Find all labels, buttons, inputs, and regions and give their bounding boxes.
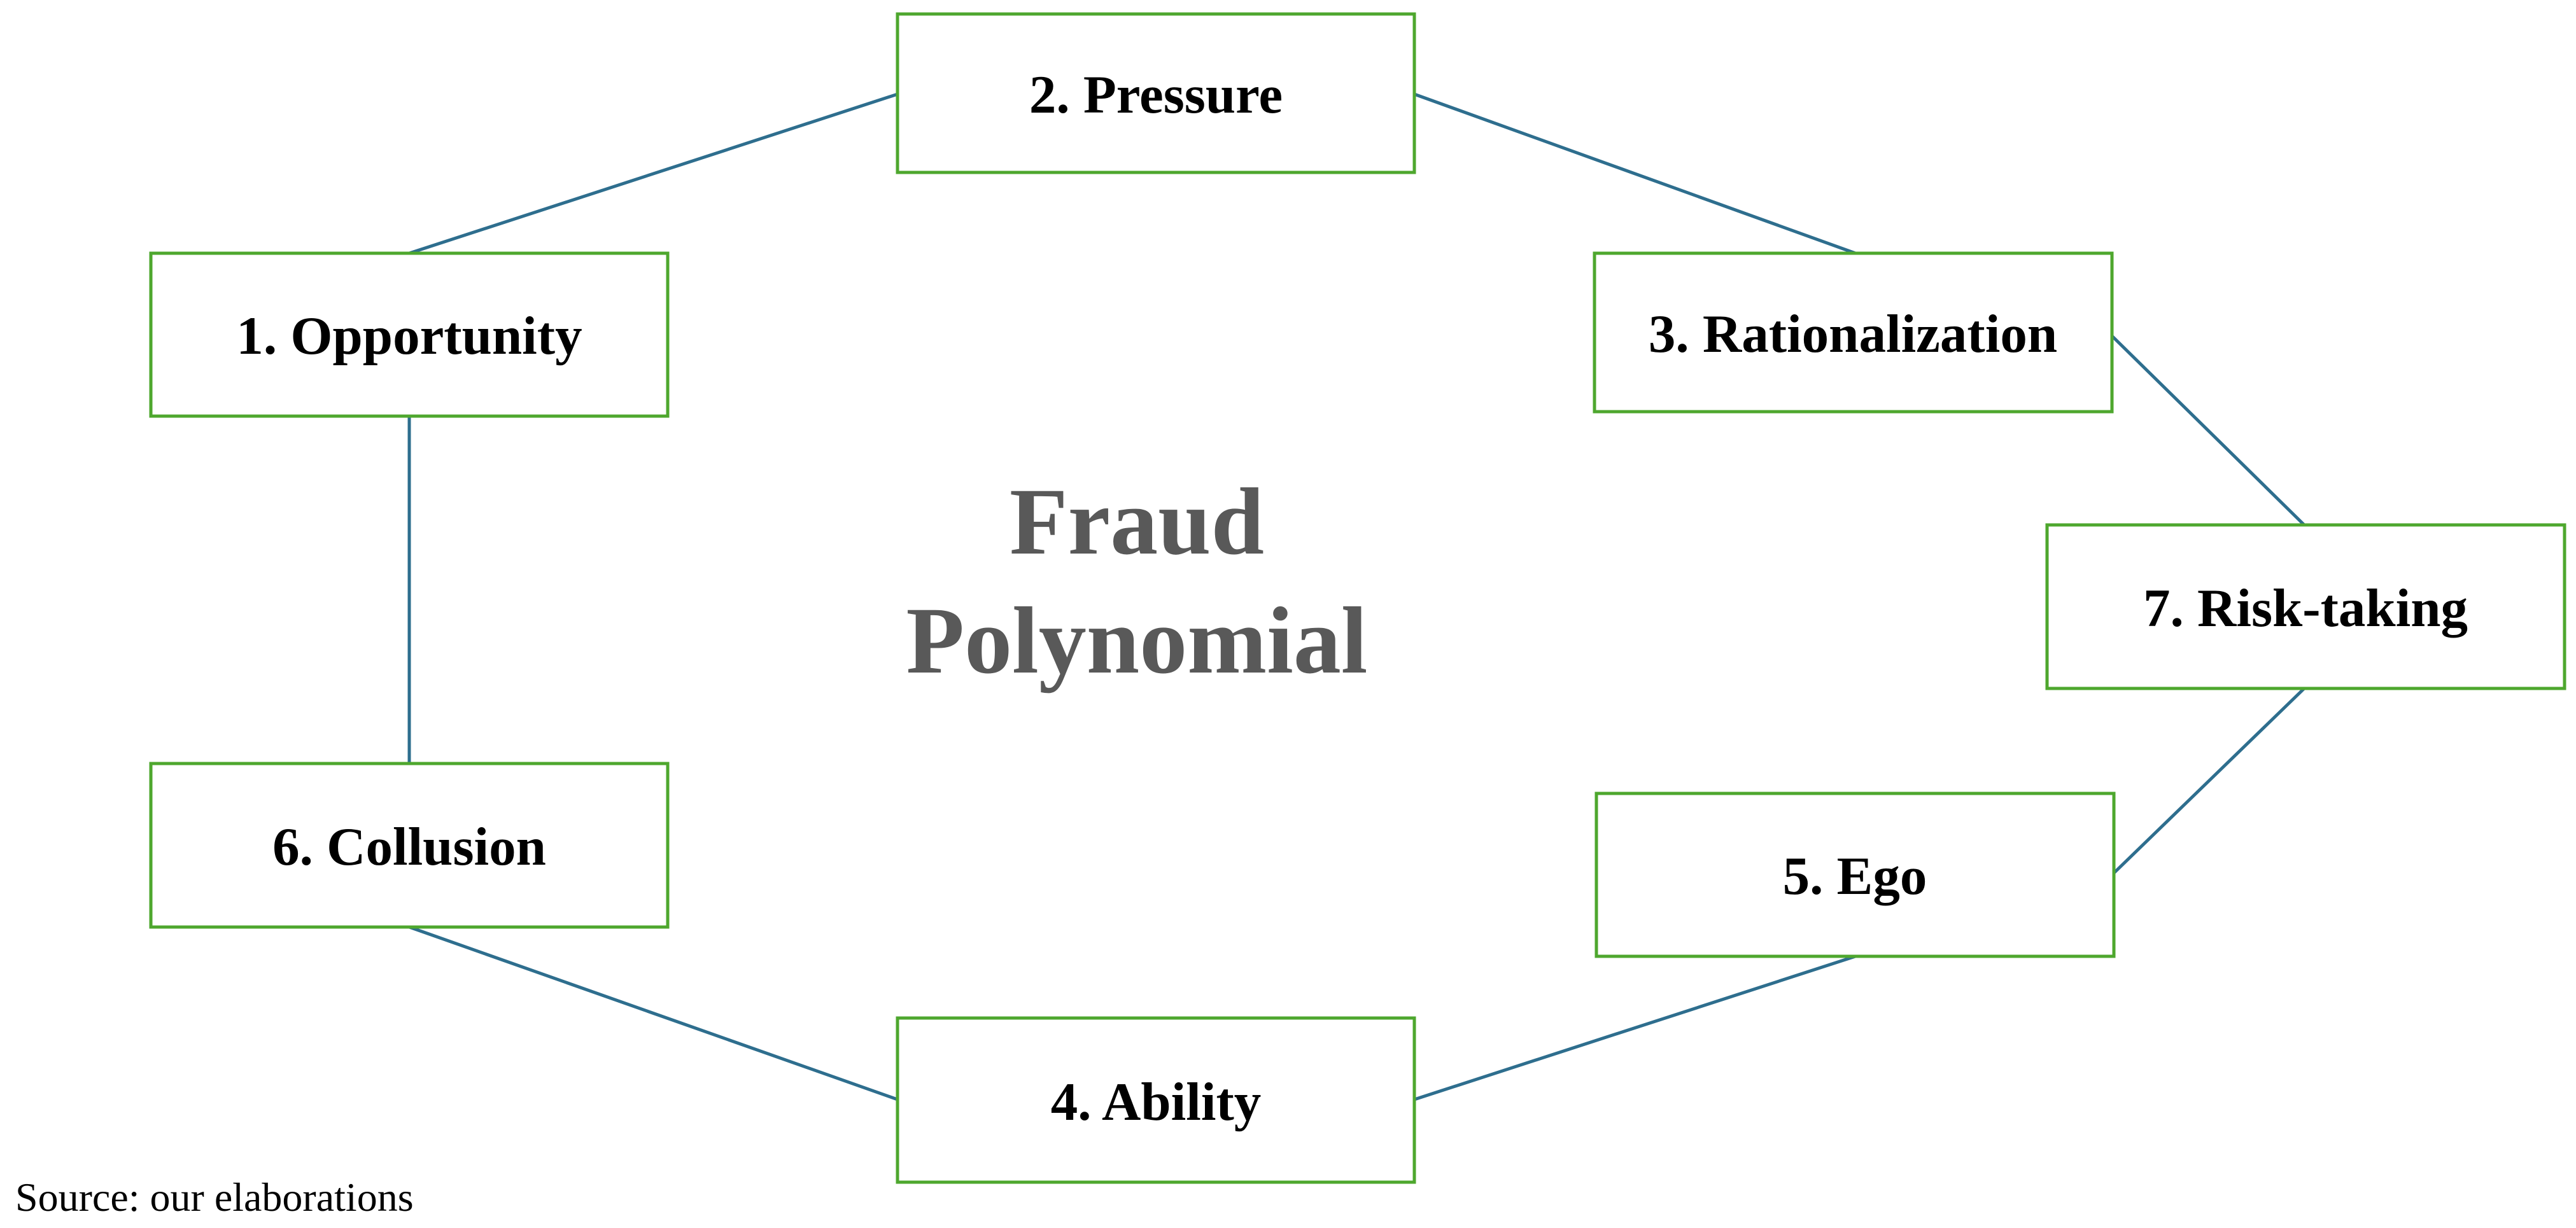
node-rationalization: 3. Rationalization <box>1593 251 2114 414</box>
node-box <box>896 12 1416 174</box>
connectors <box>407 92 2305 1101</box>
node-ego: 5. Ego <box>1594 792 2116 958</box>
node-collusion: 6. Collusion <box>149 762 670 929</box>
node-box <box>149 762 670 929</box>
node-label-pressure: 2. Pressure <box>1029 65 1283 125</box>
edge-rationalization-risk-taking <box>2111 335 2305 526</box>
edge-opportunity-pressure <box>409 92 898 255</box>
node-ability: 4. Ability <box>896 1016 1416 1184</box>
node-label-opportunity: 1. Opportunity <box>236 306 582 366</box>
node-label-ego: 5. Ego <box>1783 846 1927 906</box>
node-box <box>149 251 670 418</box>
node-box <box>1593 251 2114 414</box>
node-label-rationalization: 3. Rationalization <box>1649 304 2057 364</box>
node-box <box>1594 792 2116 958</box>
node-label-collusion: 6. Collusion <box>272 817 546 877</box>
node-label-ability: 4. Ability <box>1051 1072 1262 1132</box>
node-box <box>2045 523 2566 690</box>
edge-pressure-rationalization <box>1414 92 1856 255</box>
edge-ego-ability <box>1414 954 1856 1101</box>
center-title-line1: Fraud <box>1010 469 1264 575</box>
source-note: Source: our elaborations <box>15 1175 414 1220</box>
edge-risk-taking-ego <box>2111 687 2305 876</box>
edge-ability-collusion <box>409 925 898 1101</box>
node-box <box>896 1016 1416 1184</box>
node-opportunity: 1. Opportunity <box>149 251 670 418</box>
node-risk-taking: 7. Risk-taking <box>2045 523 2566 690</box>
node-pressure: 2. Pressure <box>896 12 1416 174</box>
node-label-risk-taking: 7. Risk-taking <box>2143 578 2468 638</box>
center-title-line2: Polynomial <box>906 588 1367 694</box>
